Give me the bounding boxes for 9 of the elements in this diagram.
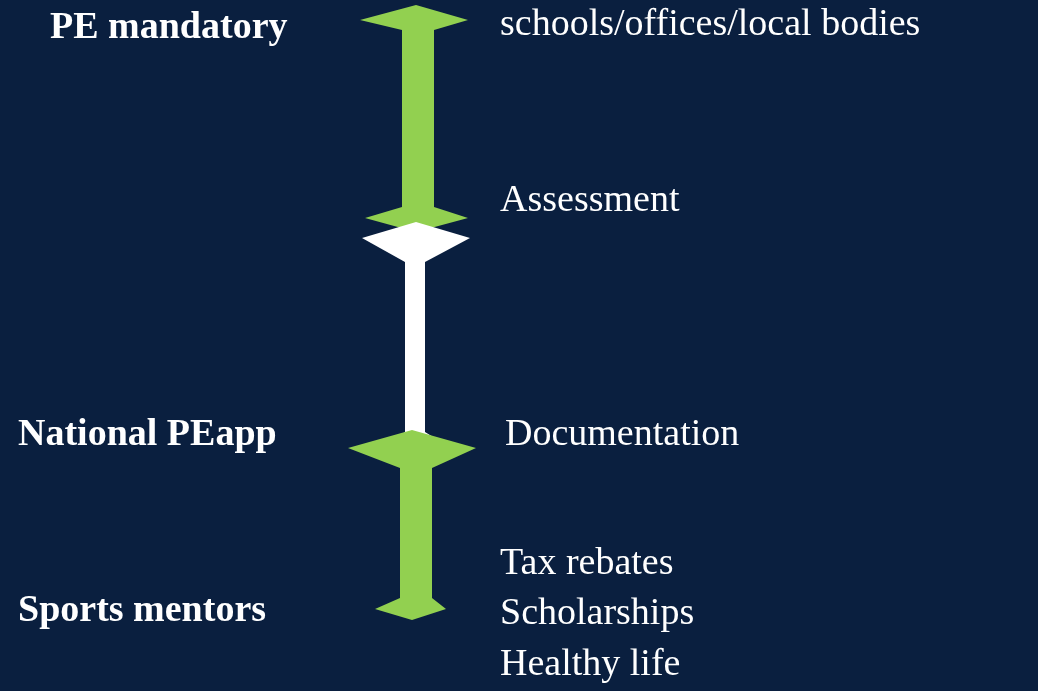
- stage-heading: Sports mentors: [18, 589, 267, 627]
- stage-heading: PE mandatory: [50, 6, 288, 44]
- stage-note: Tax rebates: [500, 542, 674, 580]
- stage-note: Scholarships: [500, 592, 695, 630]
- stage-note: Healthy life: [500, 643, 681, 681]
- stage-note: Documentation: [505, 413, 740, 451]
- stage-note: schools/offices/local bodies: [500, 3, 921, 41]
- stage-note: Assessment: [500, 179, 680, 217]
- stage-heading: National PEapp: [18, 413, 277, 451]
